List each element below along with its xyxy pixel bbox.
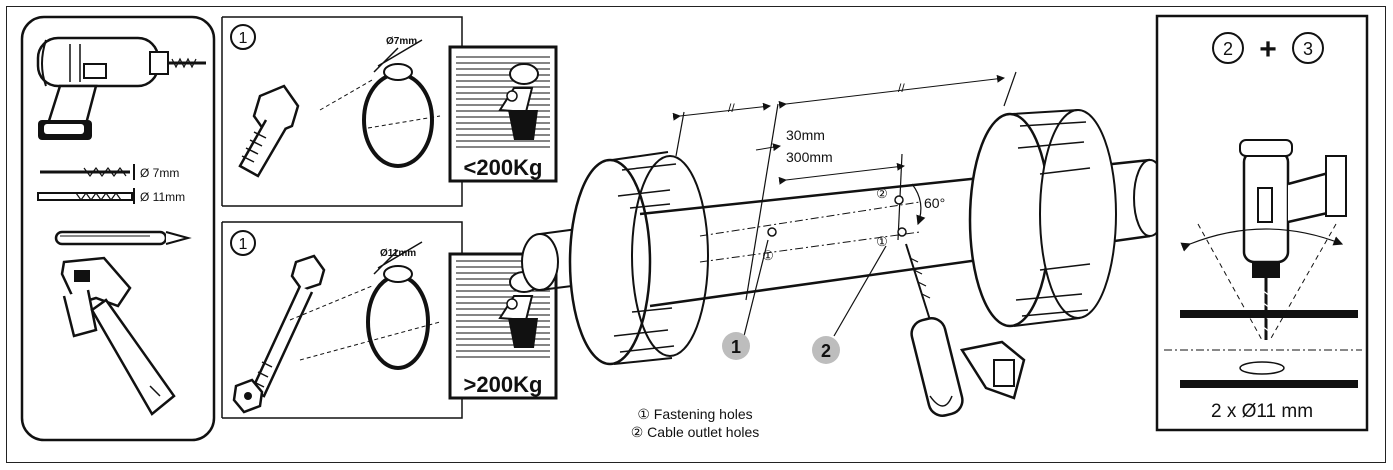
hole-tag-1-left: ① bbox=[762, 248, 774, 263]
drill-bit-11mm-label: Ø 11mm bbox=[140, 190, 185, 204]
callout-2-circle bbox=[812, 336, 840, 364]
weight-limit-box-light bbox=[448, 45, 558, 183]
right-flange-wheel bbox=[968, 109, 1117, 328]
drill-bit-11mm-icon bbox=[37, 188, 135, 204]
heavy-hole-size-label: Ø11mm bbox=[380, 248, 416, 259]
callout-1-label: 1 bbox=[731, 337, 741, 357]
parallel-mark-left: // bbox=[728, 101, 735, 115]
weight-limit-box-heavy bbox=[448, 252, 558, 400]
callout-1-circle bbox=[722, 332, 750, 360]
left-flange-wheel bbox=[568, 151, 709, 366]
legend: ① Fastening holes ② Cable outlet holes bbox=[600, 405, 790, 441]
punch-tool-icon bbox=[54, 230, 192, 246]
tools-panel: Ø 7mm Ø 11mm bbox=[20, 15, 216, 442]
svg-text:2: 2 bbox=[1223, 39, 1233, 59]
drill-bit-7mm-label: Ø 7mm bbox=[140, 166, 179, 180]
legend-cable-outlet-holes: ② Cable outlet holes bbox=[630, 424, 760, 440]
svg-text:1: 1 bbox=[239, 30, 248, 47]
legend-fastening-holes: ① Fastening holes bbox=[637, 406, 753, 422]
heavy-weight-label: >200Kg bbox=[464, 372, 543, 397]
tube-hole-ring-icon bbox=[362, 39, 434, 168]
callout-2-label: 2 bbox=[821, 341, 831, 361]
svg-text:3: 3 bbox=[1303, 39, 1313, 59]
heavy-load-panel: ① 1 Ø11mm >200Kg bbox=[221, 221, 558, 419]
fastening-hole-left bbox=[767, 227, 777, 237]
light-hole-size-label: Ø7mm bbox=[386, 36, 417, 47]
dimension-300mm: 300mm bbox=[786, 149, 833, 165]
dimension-30mm: 30mm bbox=[786, 127, 825, 143]
hammer-icon bbox=[60, 256, 176, 416]
screwdriver-icon bbox=[905, 243, 1026, 417]
svg-text:1: 1 bbox=[239, 236, 248, 253]
angle-60-label: 60° bbox=[924, 195, 945, 211]
parallel-mark-right: // bbox=[898, 81, 905, 95]
tube-assembly: // // 30mm 300mm 60° ② ① ① 1 2 bbox=[521, 71, 1167, 417]
tube-hole-ring-large-icon bbox=[366, 241, 430, 370]
vertical-drill-icon bbox=[1239, 139, 1347, 340]
long-bolt-icon bbox=[232, 254, 326, 414]
drilling-detail-panel: ② 2 + ③ 3 2 x Ø11 mm bbox=[1155, 14, 1369, 432]
drill-bit-7mm-icon bbox=[40, 164, 135, 180]
light-weight-label: <200Kg bbox=[464, 155, 543, 180]
fastening-hole-right bbox=[897, 227, 907, 237]
short-bolt-icon bbox=[238, 84, 300, 178]
light-load-panel: ① 1 Ø7mm <200Kg bbox=[221, 16, 558, 207]
hole-tag-1-right: ① bbox=[876, 234, 888, 249]
hole-tag-2: ② bbox=[876, 186, 888, 201]
cordless-drill-icon bbox=[36, 36, 206, 140]
cable-hole-top bbox=[894, 195, 904, 205]
right-plus-sign: + bbox=[1259, 33, 1277, 66]
right-panel-caption: 2 x Ø11 mm bbox=[1211, 401, 1313, 422]
